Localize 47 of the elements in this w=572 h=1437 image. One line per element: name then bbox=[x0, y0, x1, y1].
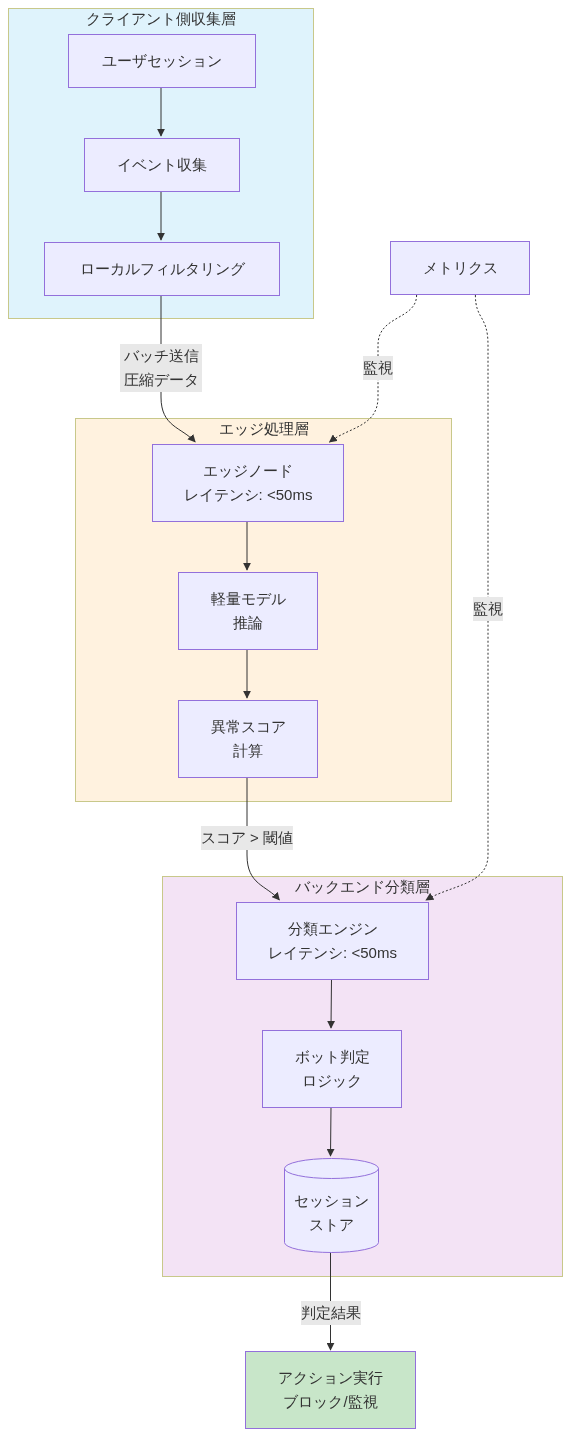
arrow bbox=[327, 978, 336, 1029]
layer-panel bbox=[162, 876, 563, 1277]
arrow bbox=[243, 648, 251, 699]
process-box bbox=[84, 138, 240, 192]
node-text: レイテンシ: <50ms bbox=[183, 485, 313, 505]
process-box bbox=[44, 242, 280, 296]
arrow bbox=[243, 520, 251, 571]
arrow bbox=[326, 1106, 335, 1157]
edge-label: バッチ送信圧縮データ bbox=[120, 344, 202, 392]
edge-label: スコア > 閾値 bbox=[200, 826, 294, 850]
dotted-arrow bbox=[328, 294, 418, 443]
process-box bbox=[245, 1351, 416, 1429]
layer-title: バックエンド分類層 bbox=[295, 878, 430, 895]
node-text: アクション実行 bbox=[278, 1368, 383, 1388]
process-box bbox=[68, 34, 256, 88]
node-text: ローカルフィルタリング bbox=[79, 259, 245, 279]
process-box bbox=[178, 700, 318, 778]
node-text: ロジック bbox=[302, 1071, 362, 1091]
node-text: レイテンシ: <50ms bbox=[268, 943, 397, 963]
node-text: 軽量モデル bbox=[210, 589, 286, 609]
process-box bbox=[390, 241, 530, 295]
process-box bbox=[152, 444, 344, 522]
node-text: ボット判定 bbox=[294, 1047, 370, 1067]
node-text: 計算 bbox=[233, 741, 263, 761]
node-text: 分類エンジン bbox=[287, 919, 378, 939]
process-box bbox=[236, 902, 429, 980]
node-text: 推論 bbox=[233, 613, 263, 633]
process-box bbox=[262, 1030, 402, 1108]
node-text: ストア bbox=[309, 1214, 354, 1235]
node-text: エッジノード bbox=[203, 461, 293, 481]
arrow bbox=[157, 190, 165, 241]
process-box bbox=[178, 572, 318, 650]
arrow bbox=[157, 86, 165, 137]
dotted-arrow bbox=[425, 294, 489, 901]
node-text: ブロック/監視 bbox=[283, 1392, 378, 1412]
node-text: イベント収集 bbox=[117, 155, 207, 175]
layer-title: クライアント側収集層 bbox=[86, 10, 236, 27]
node-text: ユーザセッション bbox=[102, 51, 222, 71]
layer-panel bbox=[75, 418, 452, 802]
node-text: 異常スコア bbox=[210, 717, 286, 737]
layer-panel bbox=[8, 8, 314, 319]
edge-label: 判定結果 bbox=[300, 1301, 361, 1325]
node-text: セッション bbox=[294, 1190, 369, 1211]
edge-label: 監視 bbox=[473, 597, 503, 621]
edge-label: 監視 bbox=[363, 356, 393, 380]
layer-title: エッジ処理層 bbox=[218, 420, 309, 437]
node-text: メトリクス bbox=[422, 258, 498, 278]
